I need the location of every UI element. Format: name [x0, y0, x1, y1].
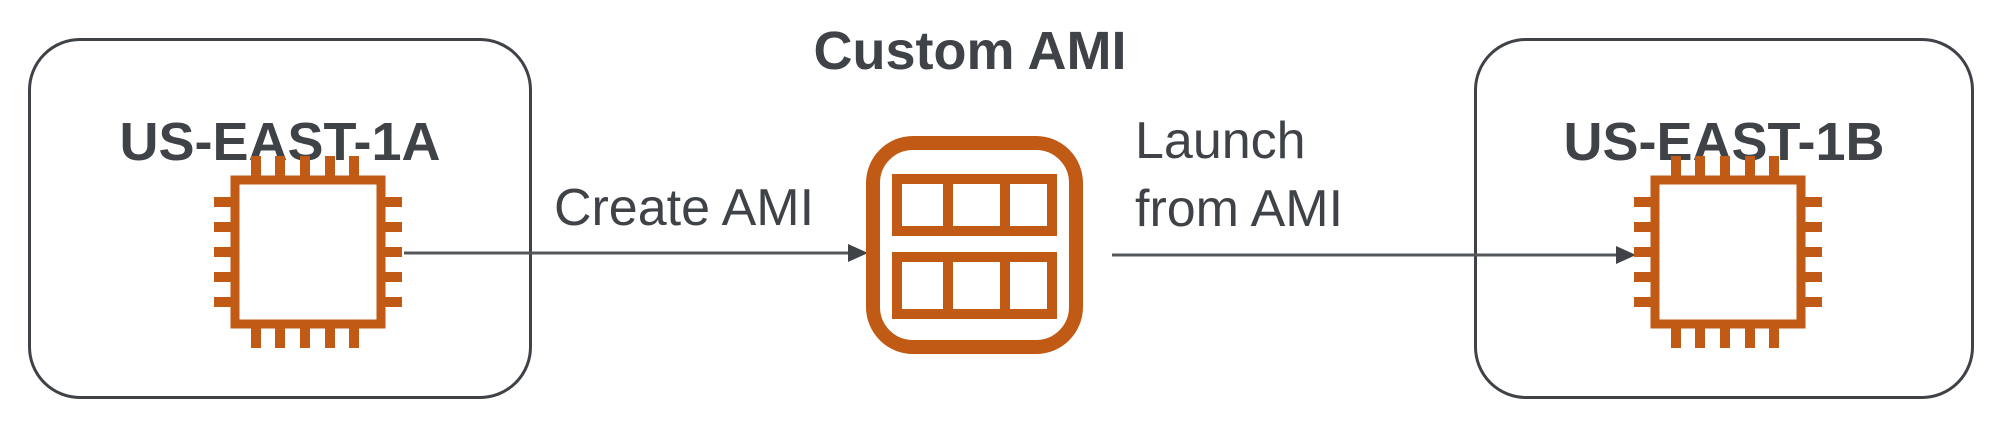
- diagram-title: Custom AMI: [813, 21, 1127, 81]
- ami-image-icon: [866, 136, 1083, 354]
- create-ami-arrow: [404, 244, 868, 262]
- launch-from-ami-arrow-label: Launch from AMI: [1135, 112, 1344, 238]
- ec2-instance-chip-icon: [1634, 156, 1822, 348]
- create-ami-arrow-label: Create AMI: [553, 179, 815, 237]
- launch-from-ami-arrow: [1112, 246, 1636, 264]
- ec2-instance-chip-icon: [214, 156, 402, 348]
